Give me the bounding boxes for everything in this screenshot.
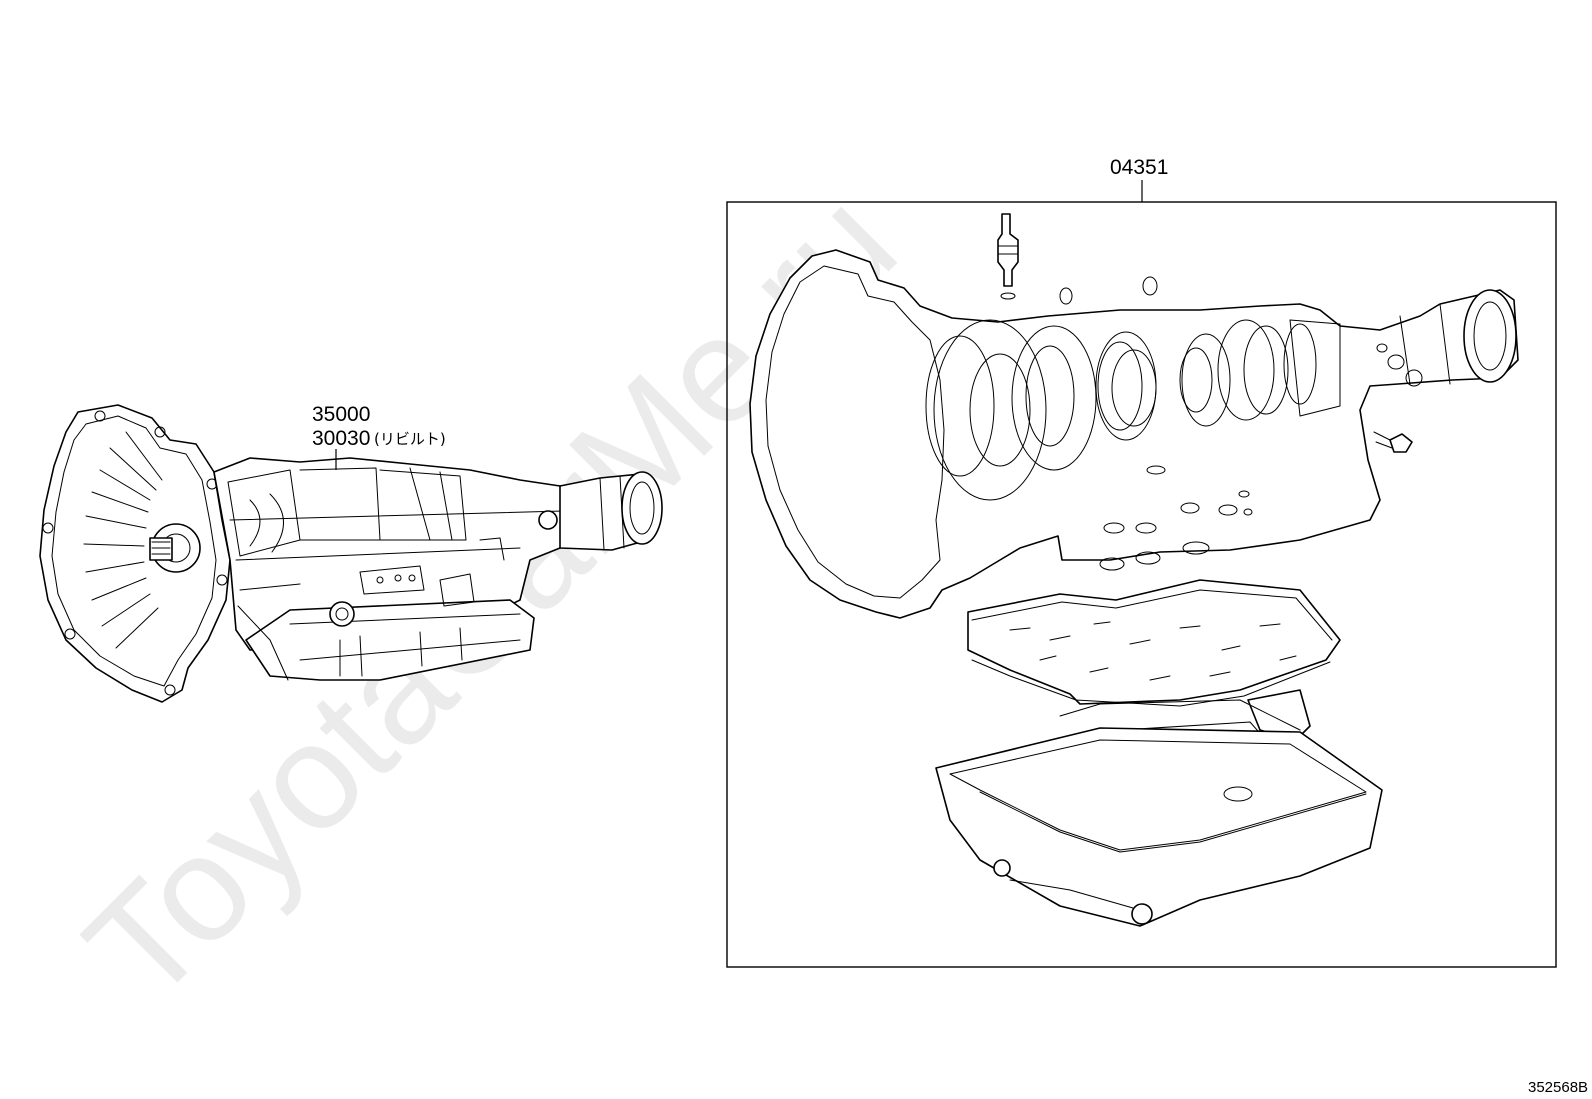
part-number-35000[interactable]: 35000 — [312, 403, 370, 426]
overhaul-kit-frame — [726, 201, 1557, 968]
rebuilt-note: (リビルト) — [374, 430, 446, 448]
part-number-04351[interactable]: 04351 — [1110, 156, 1168, 179]
diagram-reference-code: 352568B — [1528, 1079, 1588, 1096]
transmission-assembly-drawing[interactable] — [39, 404, 663, 703]
overhaul-kit-drawing[interactable] — [749, 213, 1519, 927]
part-number-30030[interactable]: 30030 — [312, 427, 370, 450]
